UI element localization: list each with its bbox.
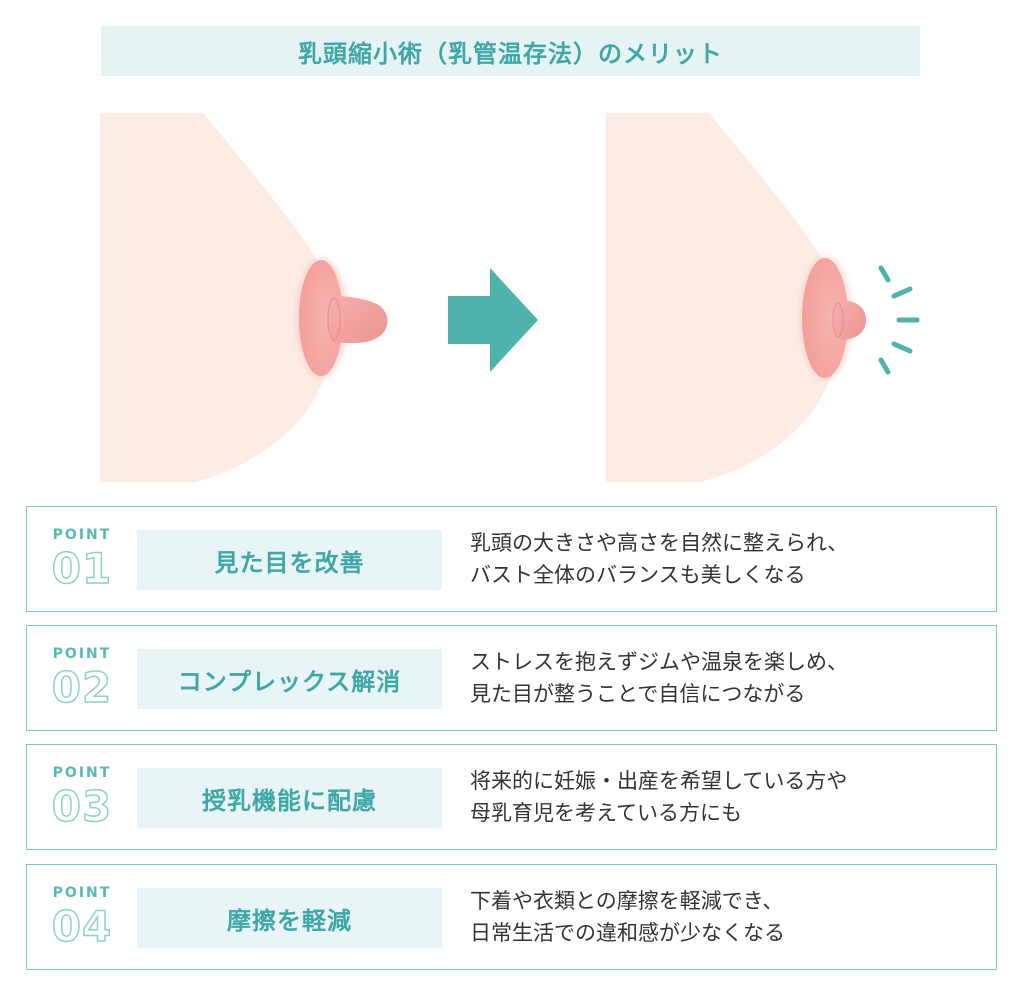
title-banner: 乳頭縮小術（乳管温存法）のメリット [101,26,920,76]
point-card-01: POINT 01 見た目を改善 乳頭の大きさや高さを自然に整えられ、 バスト全体… [26,506,997,612]
description-line: 下着や衣類との摩擦を軽減でき、 [470,889,784,913]
breast-after-icon [606,113,866,482]
point-heading: 摩擦を軽減 [227,906,352,935]
point-card-03: POINT 03 授乳機能に配慮 将来的に妊娠・出産を希望している方や 母乳育児… [26,744,997,850]
description-line: バスト全体のバランスも美しくなる [470,563,806,587]
point-number: 03 [51,781,113,832]
point-label: POINT [52,885,112,901]
point-label: POINT [52,527,112,543]
description-line: 乳頭の大きさや高さを自然に整えられ、 [470,531,849,555]
description-line: 母乳育児を考えている方にも [470,801,742,825]
point-heading-box: 授乳機能に配慮 [137,768,442,828]
point-description: 将来的に妊娠・出産を希望している方や 母乳育児を考えている方にも [470,765,980,829]
point-number: 04 [51,901,113,952]
point-heading-box: 見た目を改善 [137,530,442,590]
point-description: 下着や衣類との摩擦を軽減でき、 日常生活での違和感が少なくなる [470,885,980,949]
right-arrow-icon [448,268,538,372]
point-heading: 授乳機能に配慮 [202,786,377,815]
point-heading: コンプレックス解消 [177,667,402,696]
point-number: 01 [51,543,113,594]
description-line: ストレスを抱えずジムや温泉を楽しめ、 [470,650,848,674]
description-line: 日常生活での違和感が少なくなる [470,921,785,945]
point-heading-box: 摩擦を軽減 [137,888,442,948]
point-heading-box: コンプレックス解消 [137,649,442,709]
point-label: POINT [52,646,112,662]
page-title: 乳頭縮小術（乳管温存法）のメリット [298,39,723,68]
point-label: POINT [52,765,112,781]
point-card-04: POINT 04 摩擦を軽減 下着や衣類との摩擦を軽減でき、 日常生活での違和感… [26,864,997,970]
point-description: ストレスを抱えずジムや温泉を楽しめ、 見た目が整うことで自信につながる [470,646,980,710]
before-after-illustration [100,113,920,482]
breast-before-icon [100,113,388,482]
description-line: 将来的に妊娠・出産を希望している方や [470,769,848,793]
description-line: 見た目が整うことで自信につながる [470,682,806,706]
point-description: 乳頭の大きさや高さを自然に整えられ、 バスト全体のバランスも美しくなる [470,527,980,591]
point-card-02: POINT 02 コンプレックス解消 ストレスを抱えずジムや温泉を楽しめ、 見た… [26,625,997,731]
point-heading: 見た目を改善 [214,548,365,577]
sparkle-lines-icon [878,265,920,375]
point-number: 02 [51,662,113,713]
